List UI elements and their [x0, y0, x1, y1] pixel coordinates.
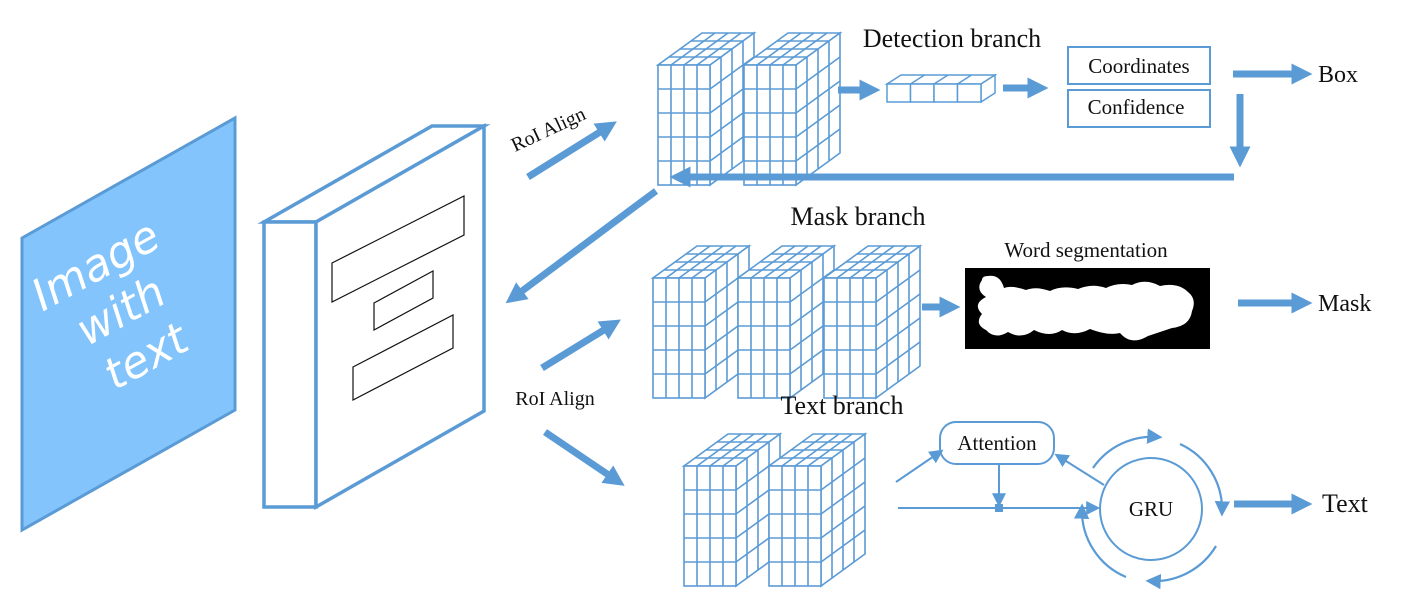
roi-align-to-detection-arrow [526, 121, 617, 180]
recurrence-arc [1073, 503, 1127, 579]
text-output-label: Text [1322, 489, 1369, 518]
attention-label: Attention [957, 431, 1037, 455]
proposal-box [331, 195, 465, 303]
recurrence-arc [1145, 545, 1217, 590]
input-image-caption: Image with text [23, 210, 198, 400]
mask-feature-tensors [650, 244, 923, 400]
gru-label: GRU [1129, 497, 1173, 521]
gru-recurrence-arcs [1073, 428, 1231, 590]
proposal-box [373, 269, 434, 332]
text-branch-title: Text branch [780, 391, 903, 420]
roi-align-bottom-label: RoI Align [515, 388, 594, 410]
detection-feature-tensors [655, 31, 843, 187]
coordinates-label: Coordinates [1088, 54, 1189, 78]
confidence-label: Confidence [1088, 95, 1185, 119]
roi-align-to-mask-arrow [540, 319, 621, 371]
feature-tensor [766, 432, 868, 588]
feature-tensor [741, 31, 843, 187]
detection-fc-vector [884, 73, 998, 104]
word-segmentation-label: Word segmentation [1004, 238, 1168, 262]
mask-branch-title: Mask branch [790, 202, 925, 231]
recurrence-arc [1092, 428, 1163, 469]
feature-tensor [735, 244, 837, 400]
feature-to-attention-arrow [895, 449, 944, 483]
coordinates-box [1067, 46, 1211, 85]
feature-tensor [655, 31, 757, 187]
attention-box [939, 421, 1055, 465]
feature-tensor [821, 244, 923, 400]
feature-tensor [650, 244, 752, 400]
input-image-plane [20, 115, 237, 533]
flow-arrows [505, 63, 1313, 515]
recurrence-arc [1179, 442, 1231, 517]
word-segmentation-mask [965, 268, 1210, 349]
detection-branch-title: Detection branch [863, 24, 1041, 53]
context-merge-node [995, 504, 1003, 512]
text-feature-tensors [681, 432, 868, 588]
mask-output-label: Mask [1318, 291, 1371, 317]
feature-tensor [681, 432, 783, 588]
confidence-box [1067, 89, 1211, 128]
input-image-panel: Image with text [20, 115, 237, 533]
feature-map-side-face [262, 220, 318, 509]
gru-to-attention-arrow [1054, 453, 1105, 486]
box-output-label: Box [1318, 62, 1358, 88]
box-to-featuremap-arrow [505, 188, 659, 304]
feature-map-proposals [331, 195, 465, 401]
roi-align-to-text-arrow [543, 429, 625, 486]
proposal-box [352, 314, 454, 401]
